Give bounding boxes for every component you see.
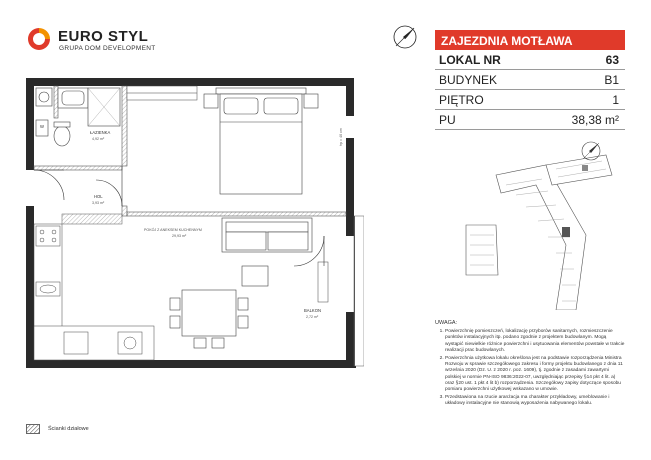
brand-logo: EURO STYL GRUPA DOM DEVELOPMENT <box>26 26 155 56</box>
bathroom-door <box>95 166 123 207</box>
window-height-note: hp = 40 cm <box>339 128 343 146</box>
balcony-door <box>293 235 325 267</box>
info-value: 63 <box>605 52 619 67</box>
balcony-name: BALKON <box>304 308 321 313</box>
info-row-lokal: LOKAL NR 63 <box>435 50 625 70</box>
floor-plan: W ŁAZIENKA 4,92 m² HOL 3,93 m² hp = 40 c… <box>26 78 364 368</box>
notes: UWAGA: Powierzchnię pomieszczeń, lokaliz… <box>435 320 625 410</box>
kitchen-counter <box>33 223 155 361</box>
note-item: Przedstawiona na rzucie aranżacja ma cha… <box>445 395 625 407</box>
bathroom-area: 4,92 m² <box>92 137 105 141</box>
hall-name: HOL <box>94 194 103 199</box>
balcony-area: 2,72 m² <box>306 315 319 319</box>
north-arrow-icon <box>393 25 417 49</box>
notes-heading: UWAGA: <box>435 320 458 326</box>
hatch-swatch-icon <box>26 424 40 434</box>
dining-set <box>169 289 249 349</box>
partition-walls <box>33 85 347 217</box>
euro-styl-logo-icon <box>28 28 50 50</box>
bathroom-name: ŁAZIENKA <box>90 130 110 135</box>
hall-area: 3,93 m² <box>92 201 105 205</box>
outer-walls <box>26 78 356 368</box>
coffee-table <box>241 265 269 287</box>
brand-subtitle: GRUPA DOM DEVELOPMENT <box>59 45 156 52</box>
info-row-pu: PU 38,38 m² <box>435 110 625 130</box>
sofa <box>221 217 313 253</box>
building-outline <box>465 154 613 310</box>
info-value: B1 <box>604 72 619 87</box>
info-key: PIĘTRO <box>439 92 484 107</box>
info-key: PU <box>439 112 456 127</box>
note-item: Powierzchnię pomieszczeń, lokalizację pr… <box>445 329 625 354</box>
info-key: BUDYNEK <box>439 72 498 87</box>
brand-name: EURO STYL <box>58 28 149 45</box>
info-row-pietro: PIĘTRO 1 <box>435 90 625 110</box>
building-rooms <box>470 160 607 302</box>
entrance-door <box>33 169 65 201</box>
info-key: LOKAL NR <box>439 52 501 67</box>
legend: Ścianki działowe <box>26 424 89 434</box>
stair-icon <box>582 165 588 171</box>
info-value: 38,38 m² <box>571 112 619 127</box>
apartment-info-table: ZAJEZDNIA MOTŁAWA LOKAL NR 63 BUDYNEK B1… <box>435 30 625 130</box>
legend-label: Ścianki działowe <box>48 426 89 432</box>
site-north-arrow-icon <box>581 141 601 161</box>
tv-cabinet <box>317 261 329 303</box>
living-area: 29,93 m² <box>172 234 187 238</box>
unit-highlight <box>562 227 570 237</box>
washer-label: W <box>40 124 44 129</box>
info-row-budynek: BUDYNEK B1 <box>435 70 625 90</box>
site-plan <box>465 154 613 310</box>
wardrobe <box>126 85 198 101</box>
info-value: 1 <box>612 92 619 107</box>
living-name: POKÓJ Z ANEKSEM KUCHENNYM <box>144 227 202 232</box>
bathroom-fixtures <box>35 87 121 147</box>
bed <box>203 87 319 195</box>
balcony <box>353 215 364 367</box>
note-item: Powierzchnia użytkowa lokalu określona j… <box>445 356 625 393</box>
wardrobe-hall <box>61 213 123 225</box>
project-title: ZAJEZDNIA MOTŁAWA <box>435 30 625 50</box>
